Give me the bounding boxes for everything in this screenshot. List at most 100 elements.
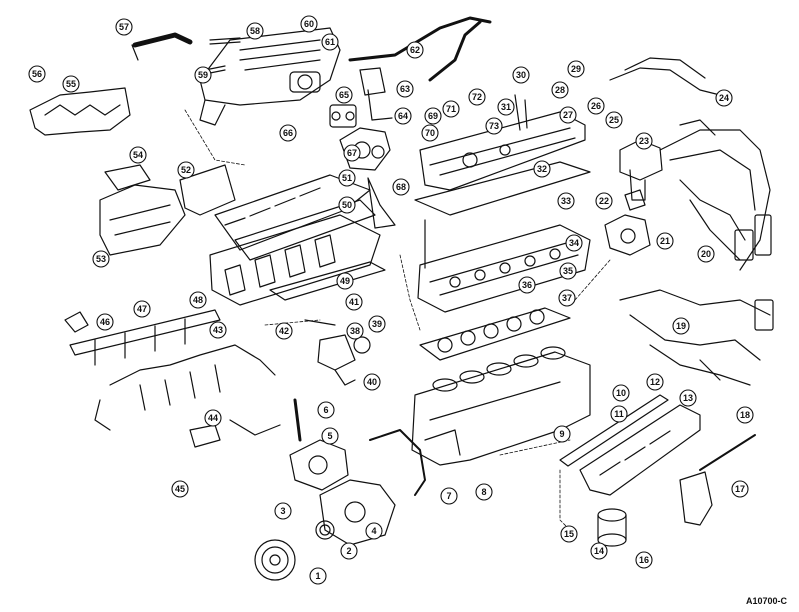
callout-38: 38 bbox=[346, 322, 364, 340]
callout-number: 3 bbox=[280, 506, 285, 516]
callout-60: 60 bbox=[300, 15, 318, 33]
callout-31: 31 bbox=[497, 98, 515, 116]
callout-9: 9 bbox=[553, 425, 571, 443]
crank-sensor bbox=[64, 311, 281, 448]
callout-number: 57 bbox=[119, 22, 129, 32]
callout-number: 52 bbox=[181, 165, 191, 175]
callout-circle bbox=[28, 65, 46, 83]
callout-number: 50 bbox=[342, 200, 352, 210]
callout-number: 23 bbox=[639, 136, 649, 146]
callout-circle bbox=[736, 406, 754, 424]
callout-number: 62 bbox=[410, 45, 420, 55]
callout-49: 49 bbox=[336, 272, 354, 290]
callout-73: 73 bbox=[485, 117, 503, 135]
callout-number: 32 bbox=[537, 164, 547, 174]
callout-23: 23 bbox=[635, 132, 653, 150]
callout-62: 62 bbox=[406, 41, 424, 59]
callout-45: 45 bbox=[171, 480, 189, 498]
callout-circle bbox=[679, 389, 697, 407]
callout-circle bbox=[392, 178, 410, 196]
throttle-body-assembly bbox=[329, 67, 396, 229]
callout-50: 50 bbox=[338, 196, 356, 214]
callout-circle bbox=[485, 117, 503, 135]
water-tube bbox=[293, 398, 302, 442]
callout-41: 41 bbox=[345, 293, 363, 311]
callout-number: 1 bbox=[315, 571, 320, 581]
callout-circle bbox=[365, 522, 383, 540]
callout-number: 18 bbox=[740, 410, 750, 420]
callout-43: 43 bbox=[209, 321, 227, 339]
callout-circle bbox=[368, 315, 386, 333]
callout-circle bbox=[635, 551, 653, 569]
callout-12: 12 bbox=[646, 373, 664, 391]
callout-circle bbox=[300, 15, 318, 33]
callout-circle bbox=[275, 322, 293, 340]
plenum-bolts bbox=[204, 37, 241, 75]
engine-wiring-harness bbox=[619, 289, 774, 386]
callout-number: 36 bbox=[522, 280, 532, 290]
callout-number: 65 bbox=[339, 90, 349, 100]
callout-18: 18 bbox=[736, 406, 754, 424]
callout-number: 37 bbox=[562, 293, 572, 303]
callout-27: 27 bbox=[559, 106, 577, 124]
callout-circle bbox=[715, 89, 733, 107]
callout-number: 22 bbox=[599, 196, 609, 206]
front-cover-gasket bbox=[369, 429, 426, 496]
callout-number: 61 bbox=[325, 37, 335, 47]
callout-circle bbox=[309, 567, 327, 585]
starter-bracket bbox=[679, 471, 713, 526]
callout-number: 14 bbox=[594, 546, 604, 556]
callout-circle bbox=[346, 322, 364, 340]
callout-circle bbox=[274, 502, 292, 520]
callout-number: 71 bbox=[446, 104, 456, 114]
callout-circle bbox=[424, 107, 442, 125]
intake-manifold-gasket bbox=[214, 174, 376, 261]
callout-circle bbox=[394, 107, 412, 125]
callout-19: 19 bbox=[672, 317, 690, 335]
callout-circle bbox=[559, 262, 577, 280]
callout-58: 58 bbox=[246, 22, 264, 40]
callout-circle bbox=[338, 169, 356, 187]
callout-55: 55 bbox=[62, 75, 80, 93]
callout-number: 9 bbox=[559, 429, 564, 439]
callout-40: 40 bbox=[363, 373, 381, 391]
callout-circle bbox=[533, 160, 551, 178]
water-pump bbox=[289, 439, 349, 491]
fuel-rail bbox=[69, 309, 221, 366]
heat-shield bbox=[29, 87, 131, 136]
callout-number: 2 bbox=[346, 546, 351, 556]
callout-circle bbox=[590, 542, 608, 560]
exhaust-manifold bbox=[99, 164, 236, 256]
callout-17: 17 bbox=[731, 480, 749, 498]
callout-number: 49 bbox=[340, 276, 350, 286]
callout-52: 52 bbox=[177, 161, 195, 179]
callout-number: 21 bbox=[660, 236, 670, 246]
callout-circle bbox=[656, 232, 674, 250]
callout-number: 55 bbox=[66, 79, 76, 89]
callout-4: 4 bbox=[365, 522, 383, 540]
callout-circle bbox=[567, 60, 585, 78]
callout-number: 45 bbox=[175, 484, 185, 494]
callout-circle bbox=[421, 124, 439, 142]
callout-7: 7 bbox=[440, 487, 458, 505]
callout-number: 33 bbox=[561, 196, 571, 206]
callout-circle bbox=[335, 86, 353, 104]
callout-6: 6 bbox=[317, 401, 335, 419]
callout-25: 25 bbox=[605, 111, 623, 129]
callout-24: 24 bbox=[715, 89, 733, 107]
callout-circle bbox=[194, 66, 212, 84]
callout-67: 67 bbox=[343, 144, 361, 162]
callout-circle bbox=[468, 88, 486, 106]
valve-cover-gasket bbox=[414, 161, 591, 216]
callout-circle bbox=[558, 289, 576, 307]
callout-number: 11 bbox=[614, 409, 624, 419]
callout-number: 43 bbox=[213, 325, 223, 335]
callout-circle bbox=[672, 317, 690, 335]
callout-number: 13 bbox=[683, 393, 693, 403]
callout-47: 47 bbox=[133, 300, 151, 318]
callout-number: 6 bbox=[323, 405, 328, 415]
callout-circle bbox=[497, 98, 515, 116]
crankshaft-damper bbox=[254, 539, 296, 581]
front-cover bbox=[319, 479, 396, 546]
